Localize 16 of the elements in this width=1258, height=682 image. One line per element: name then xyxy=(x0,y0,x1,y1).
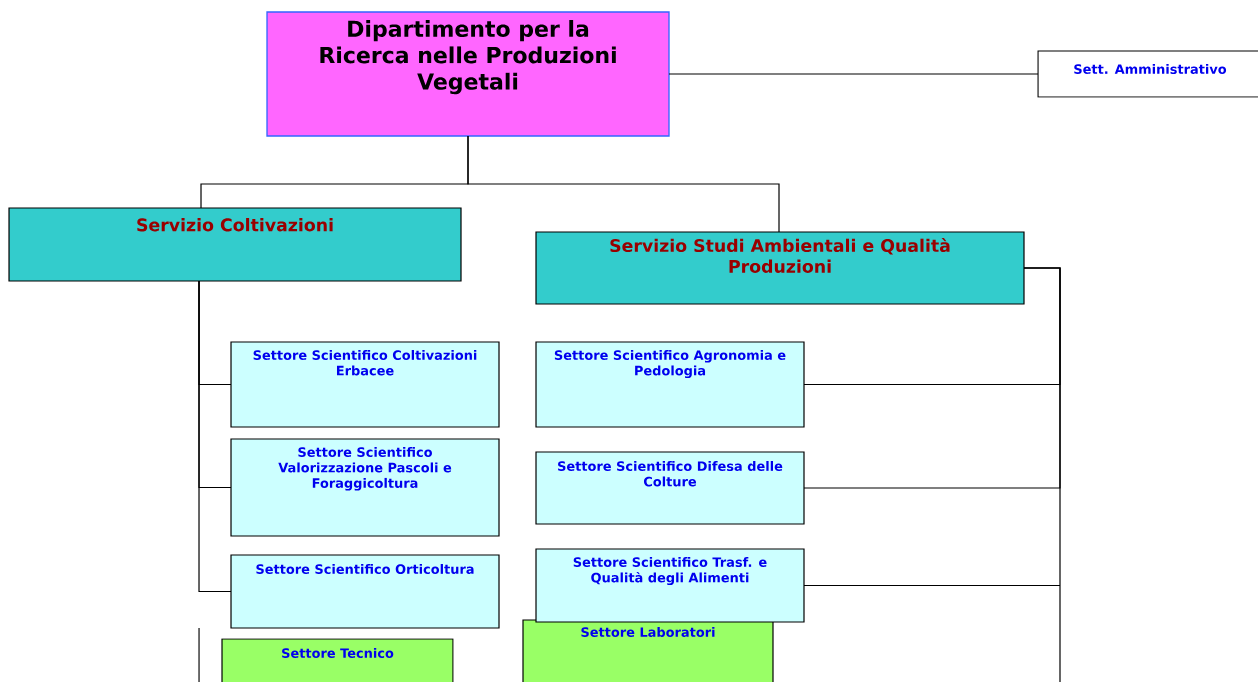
sector-box: Settore Scientifico Trasf. e Qualità degli Alimenti xyxy=(535,548,805,623)
service-box: Servizio Studi Ambientali e Qualità Produzioni xyxy=(535,231,1025,305)
sector-box: Settore Scientifico Orticoltura xyxy=(230,554,500,629)
connector-line xyxy=(467,135,780,233)
department-box: Dipartimento per la Ricerca nelle Produzioni Vegetali xyxy=(266,11,670,137)
sector-box: Settore Laboratori xyxy=(522,619,774,682)
office-box: Sett. Amministrativo xyxy=(1037,50,1258,98)
connector-line xyxy=(668,73,1039,75)
connector-line xyxy=(803,267,1061,587)
sector-box: Settore Tecnico xyxy=(221,638,454,682)
connector-line xyxy=(198,280,232,593)
sector-box: Settore Scientifico Valorizzazione Pascoli e Foraggicoltura xyxy=(230,438,500,537)
service-box: Servizio Coltivazioni xyxy=(8,207,462,282)
sector-box: Settore Scientifico Difesa delle Colture xyxy=(535,451,805,525)
sector-box: Settore Scientifico Coltivazioni Erbacee xyxy=(230,341,500,428)
sector-box: Settore Scientifico Agronomia e Pedologia xyxy=(535,341,805,428)
